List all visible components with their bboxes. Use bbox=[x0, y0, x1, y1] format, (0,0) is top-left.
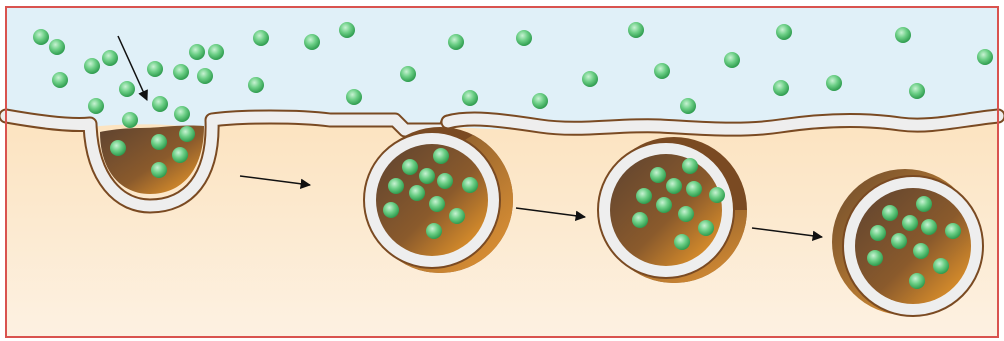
particle-icon bbox=[152, 96, 168, 112]
particle-icon bbox=[867, 250, 883, 266]
particle-icon bbox=[400, 66, 416, 82]
particle-icon bbox=[650, 167, 666, 183]
particle-icon bbox=[891, 233, 907, 249]
particle-icon bbox=[402, 159, 418, 175]
particle-icon bbox=[173, 64, 189, 80]
particle-icon bbox=[895, 27, 911, 43]
particle-icon bbox=[532, 93, 548, 109]
particle-icon bbox=[339, 22, 355, 38]
particle-icon bbox=[110, 140, 126, 156]
particle-icon bbox=[632, 212, 648, 228]
particle-icon bbox=[189, 44, 205, 60]
particle-icon bbox=[666, 178, 682, 194]
particle-icon bbox=[429, 196, 445, 212]
particle-icon bbox=[33, 29, 49, 45]
particle-icon bbox=[102, 50, 118, 66]
particle-icon bbox=[304, 34, 320, 50]
particle-icon bbox=[462, 90, 478, 106]
particle-icon bbox=[122, 112, 138, 128]
particle-icon bbox=[674, 234, 690, 250]
particle-icon bbox=[913, 243, 929, 259]
particle-icon bbox=[656, 197, 672, 213]
particle-icon bbox=[628, 22, 644, 38]
particle-icon bbox=[248, 77, 264, 93]
particle-icon bbox=[776, 24, 792, 40]
particle-icon bbox=[426, 223, 442, 239]
particle-icon bbox=[174, 106, 190, 122]
particle-icon bbox=[933, 258, 949, 274]
particle-icon bbox=[119, 81, 135, 97]
particle-icon bbox=[636, 188, 652, 204]
particle-icon bbox=[253, 30, 269, 46]
particle-icon bbox=[88, 98, 104, 114]
particle-icon bbox=[582, 71, 598, 87]
particle-icon bbox=[346, 89, 362, 105]
particle-icon bbox=[208, 44, 224, 60]
particle-icon bbox=[449, 208, 465, 224]
particle-icon bbox=[916, 196, 932, 212]
particle-icon bbox=[698, 220, 714, 236]
particle-icon bbox=[49, 39, 65, 55]
particle-icon bbox=[909, 273, 925, 289]
particle-icon bbox=[419, 168, 435, 184]
particle-icon bbox=[709, 187, 725, 203]
particle-icon bbox=[409, 185, 425, 201]
stage-3-budding-vesicle bbox=[598, 137, 747, 283]
particle-icon bbox=[84, 58, 100, 74]
particle-icon bbox=[921, 219, 937, 235]
particle-icon bbox=[909, 83, 925, 99]
particle-icon bbox=[680, 98, 696, 114]
particle-icon bbox=[448, 34, 464, 50]
particle-icon bbox=[462, 177, 478, 193]
particle-icon bbox=[686, 181, 702, 197]
particle-icon bbox=[882, 205, 898, 221]
particle-icon bbox=[516, 30, 532, 46]
particle-icon bbox=[151, 162, 167, 178]
particle-icon bbox=[388, 178, 404, 194]
particle-icon bbox=[151, 134, 167, 150]
particle-icon bbox=[179, 126, 195, 142]
particle-icon bbox=[870, 225, 886, 241]
particle-icon bbox=[197, 68, 213, 84]
particle-icon bbox=[437, 173, 453, 189]
particle-icon bbox=[172, 147, 188, 163]
particle-icon bbox=[977, 49, 993, 65]
particle-icon bbox=[682, 158, 698, 174]
particle-icon bbox=[383, 202, 399, 218]
particle-icon bbox=[433, 148, 449, 164]
particle-icon bbox=[724, 52, 740, 68]
particle-icon bbox=[678, 206, 694, 222]
particle-icon bbox=[902, 215, 918, 231]
particle-icon bbox=[945, 223, 961, 239]
particle-icon bbox=[773, 80, 789, 96]
particle-icon bbox=[826, 75, 842, 91]
particle-icon bbox=[52, 72, 68, 88]
particle-icon bbox=[654, 63, 670, 79]
particle-icon bbox=[147, 61, 163, 77]
